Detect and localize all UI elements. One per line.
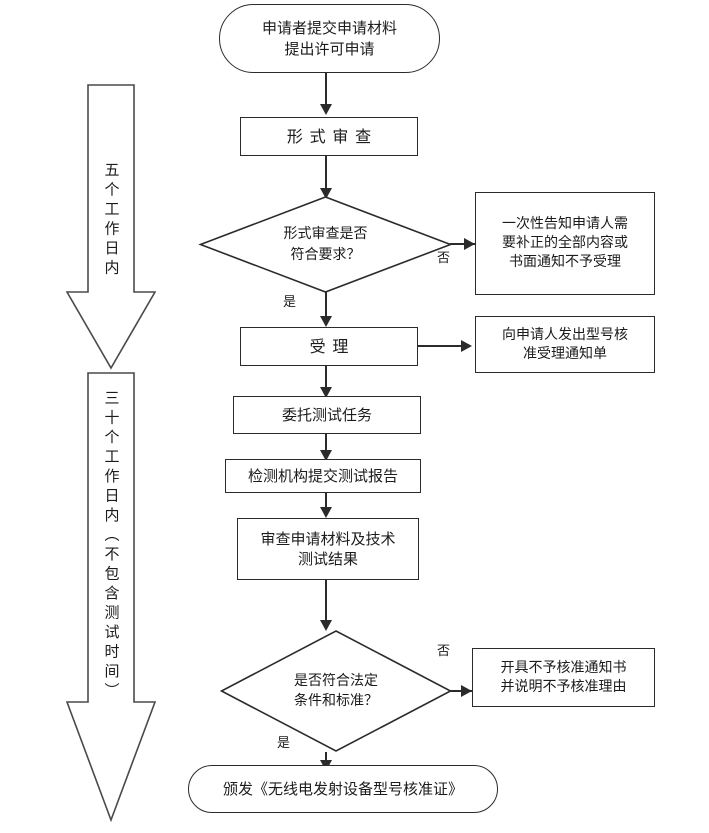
node-decision-legal: 是否符合法定 条件和标准？ [219, 630, 453, 752]
connector-review-to-decision-legal [325, 580, 327, 624]
node-notify-correction-line-3: 书面通知不予受理 [509, 253, 621, 270]
arrowhead-decision-formal-no [464, 238, 475, 250]
node-decision-formal-review: 形式审查是否 符合要求？ [198, 196, 453, 293]
node-test-report-label: 检测机构提交测试报告 [247, 466, 398, 485]
edge-label-formal-no: 否 [437, 251, 451, 266]
arrowhead-report-to-review [320, 507, 332, 518]
arrowhead-start-to-formal-review [320, 104, 332, 115]
connector-formal-review-to-decision [325, 156, 327, 198]
node-review-materials: 审查申请材料及技术 测试结果 [237, 518, 419, 580]
connector-commission-to-report [325, 434, 327, 454]
node-formal-review: 形式审查 [240, 117, 418, 156]
arrowhead-accept-to-commission [320, 387, 332, 398]
node-accept-label: 受理 [309, 336, 356, 356]
node-test-report: 检测机构提交测试报告 [225, 459, 421, 493]
node-reject-notice-line-1: 开具不予核准通知书 [500, 659, 627, 676]
connector-accept-to-commission [325, 366, 327, 391]
connector-start-to-formal-review [325, 73, 327, 106]
node-commission-test: 委托测试任务 [233, 396, 421, 434]
arrowhead-commission-to-report [320, 450, 332, 461]
timeline-arrow-five-days: 五个工作日内 [66, 84, 156, 370]
arrowhead-formal-review-to-decision [320, 188, 332, 199]
node-formal-review-label: 形式审查 [286, 126, 378, 146]
arrowhead-decision-legal-no [461, 685, 472, 697]
node-commission-test-label: 委托测试任务 [281, 405, 372, 424]
node-notify-correction-line-2: 要补正的全部内容或 [502, 235, 628, 252]
connector-accept-to-notice [418, 345, 463, 347]
node-issue-acceptance-notice-line-1: 向申请人发出型号核 [502, 326, 628, 343]
node-start: 申请者提交申请材料 提出许可申请 [219, 4, 440, 73]
connector-report-to-review [325, 493, 327, 511]
node-issue-certificate-label: 颁发《无线电发射设备型号核准证》 [222, 779, 463, 798]
timeline-arrow-thirty-days: 三十个工作日内（不包含测试时间） [66, 372, 156, 822]
edge-label-formal-yes: 是 [283, 295, 297, 310]
node-review-materials-line-2: 测试结果 [297, 550, 358, 568]
node-issue-acceptance-notice-line-2: 准受理通知单 [523, 345, 607, 362]
connector-decision-formal-yes [325, 292, 327, 322]
node-notify-correction-line-1: 一次性告知申请人需 [502, 216, 628, 233]
arrowhead-review-to-decision-legal [320, 620, 332, 631]
node-review-materials-line-1: 审查申请材料及技术 [260, 529, 396, 548]
node-reject-notice: 开具不予核准通知书 并说明不予核准理由 [472, 648, 655, 707]
edge-label-legal-no: 否 [437, 644, 451, 659]
node-reject-notice-line-2: 并说明不予核准理由 [500, 678, 627, 695]
arrowhead-decision-formal-yes [320, 316, 332, 327]
node-start-line-1: 申请者提交申请材料 [261, 19, 397, 38]
node-issue-certificate: 颁发《无线电发射设备型号核准证》 [188, 765, 498, 813]
node-notify-correction: 一次性告知申请人需 要补正的全部内容或 书面通知不予受理 [475, 192, 655, 295]
node-issue-acceptance-notice: 向申请人发出型号核 准受理通知单 [475, 316, 655, 373]
node-accept: 受理 [240, 327, 418, 366]
node-start-line-2: 提出许可申请 [284, 39, 375, 58]
connector-decision-formal-no [450, 243, 475, 245]
arrowhead-accept-to-notice [461, 340, 472, 352]
edge-label-legal-yes: 是 [277, 736, 291, 751]
